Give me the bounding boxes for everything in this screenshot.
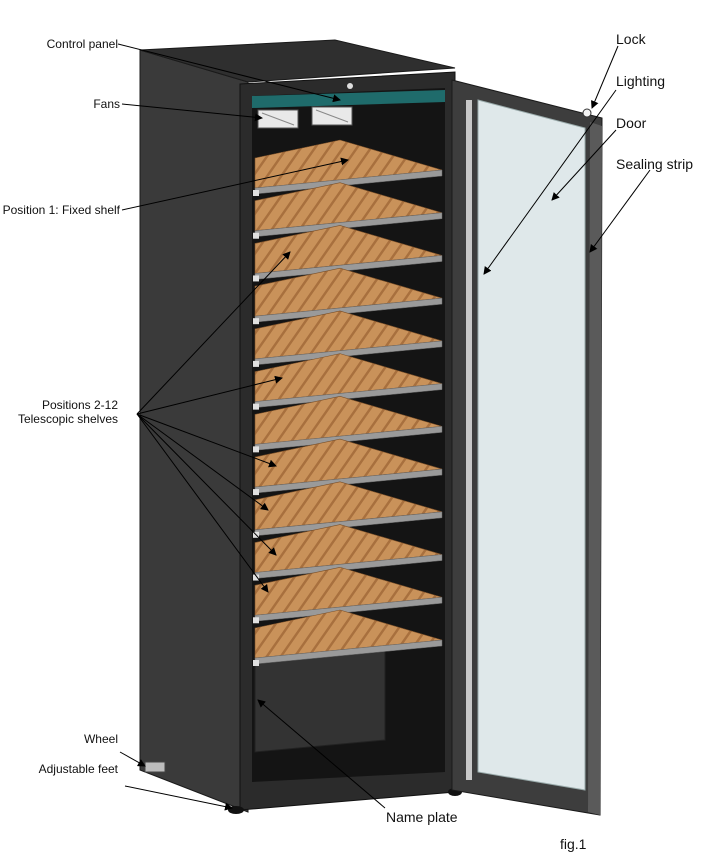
wheel [144, 761, 166, 773]
shelf-runner [253, 403, 259, 410]
label-door: Door [616, 115, 647, 131]
cabinet-side-panel [139, 49, 249, 813]
shelf-runner [253, 489, 259, 496]
shelf-runner [253, 360, 259, 367]
door [451, 79, 603, 816]
door-glass [477, 99, 586, 791]
figure-caption: fig.1 [560, 836, 587, 852]
cabinet-top-panel [139, 39, 456, 83]
shelf-runner [253, 574, 259, 581]
label-telescopic-shelves: Telescopic shelves [17, 412, 118, 426]
label-adjustable-feet: Adjustable feet [38, 762, 118, 776]
control-panel [252, 90, 445, 108]
shelf-runner [253, 190, 259, 196]
label-name-plate: Name plate [386, 809, 458, 825]
label-wheel: Wheel [83, 732, 118, 746]
lock-knob-top [347, 83, 353, 89]
shelf-runner [253, 617, 259, 624]
label-sealing-strip: Sealing strip [616, 156, 694, 172]
shelf-runner [253, 318, 259, 325]
lock [582, 108, 592, 118]
label-fans: Fans [93, 97, 120, 111]
label-positions-2-12: Positions 2-12 [41, 398, 118, 412]
label-lock: Lock [616, 31, 646, 47]
shelf-runner [253, 275, 259, 282]
shelf-runner [253, 446, 259, 453]
shelf-runner [253, 232, 259, 239]
shelf-runner [253, 660, 259, 666]
label-position-1: Position 1: Fixed shelf [2, 203, 120, 217]
label-lighting: Lighting [616, 73, 666, 89]
sealing-strip [588, 122, 602, 815]
bottom-compartment [254, 647, 386, 753]
leader-lines [117, 43, 651, 811]
lighting-strip [466, 100, 472, 780]
fans [257, 106, 353, 129]
label-control-panel: Control panel [46, 37, 118, 51]
